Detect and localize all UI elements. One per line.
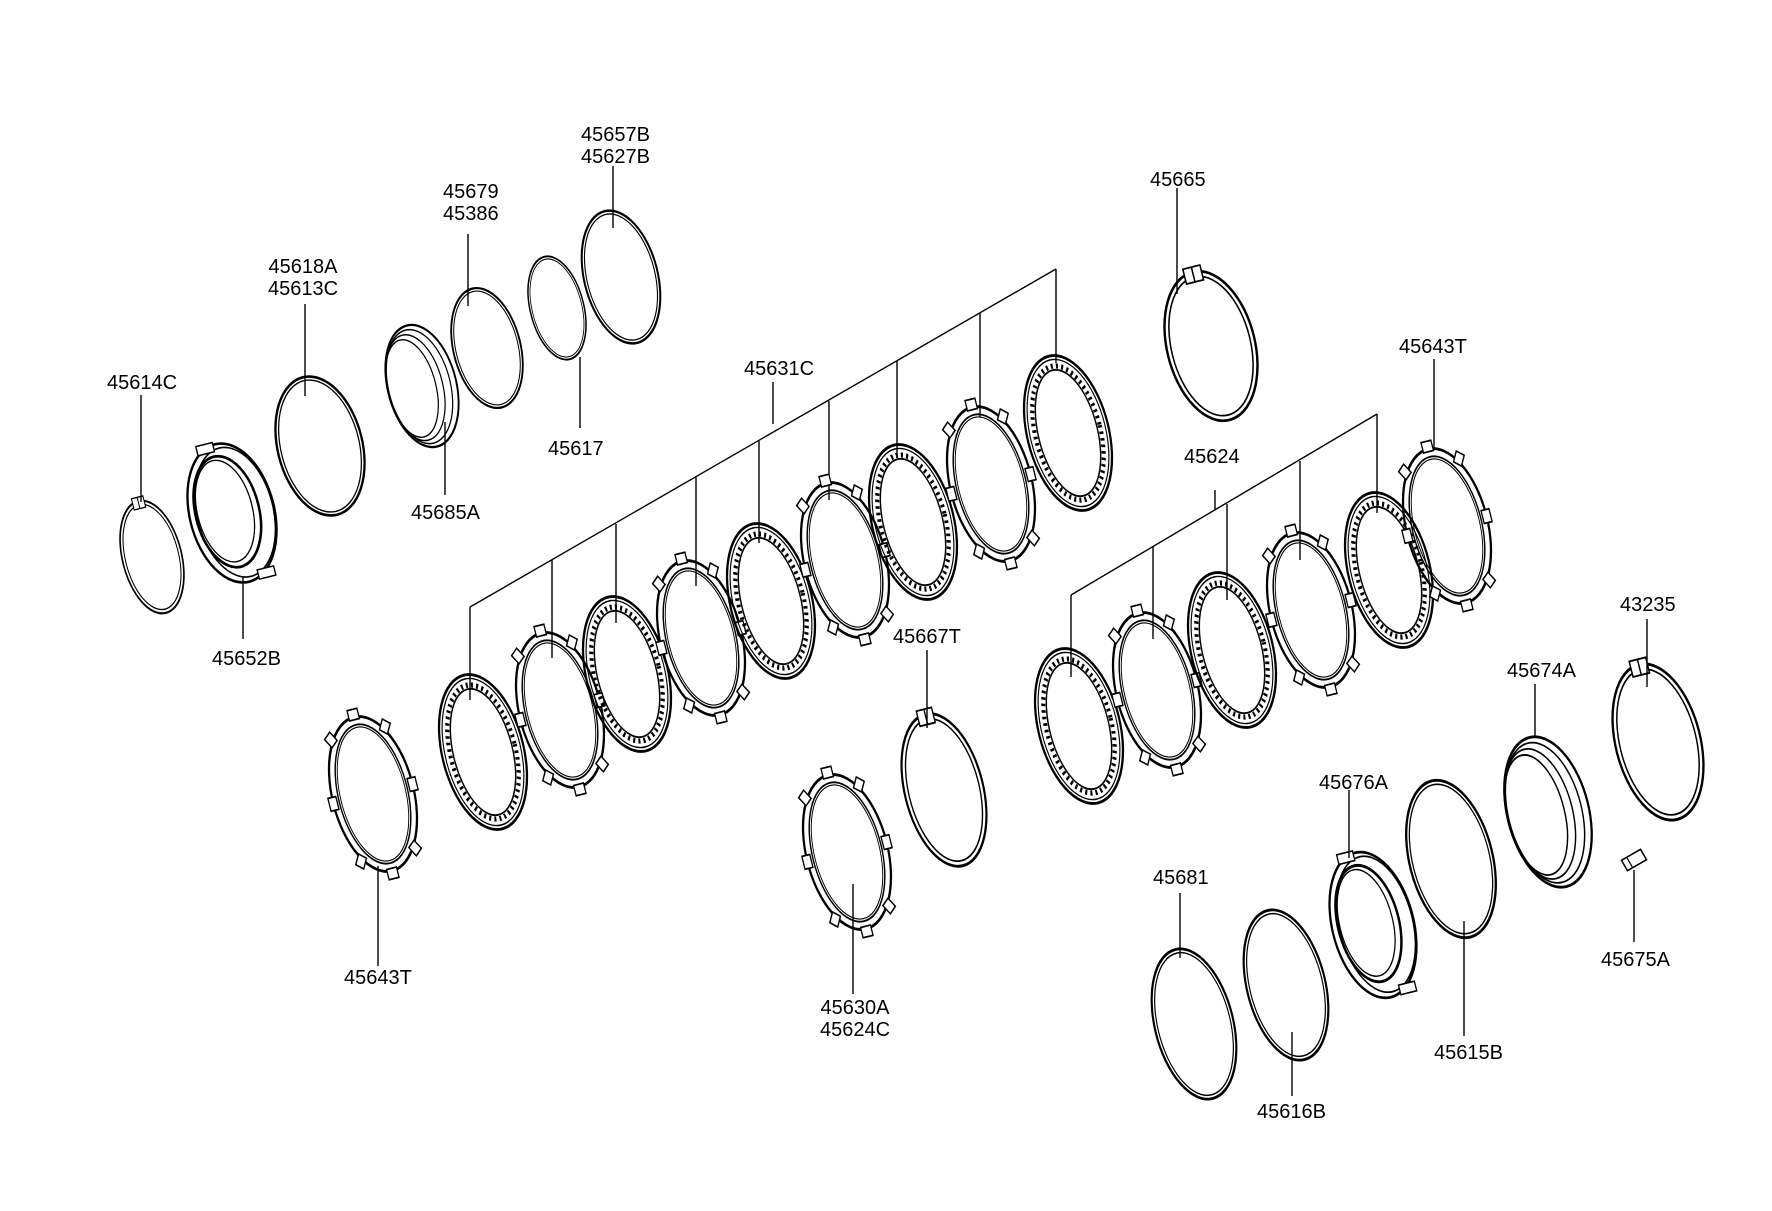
label-45685A: 45685A — [411, 502, 480, 524]
label-45617: 45617 — [548, 438, 604, 460]
label-45615B: 45615B — [1434, 1042, 1503, 1064]
label-45616B: 45616B — [1257, 1101, 1326, 1123]
snap-ring-45667T — [884, 698, 1003, 877]
label-45676A: 45676A — [1319, 772, 1388, 794]
label-45665: 45665 — [1150, 169, 1206, 191]
piston-45652B — [171, 430, 292, 594]
label-45643T-right: 45643T — [1399, 336, 1467, 358]
piston-45674A — [1488, 726, 1608, 898]
plate-45643T-left — [306, 697, 440, 891]
label-45675A: 45675A — [1601, 949, 1670, 971]
pin-45675A — [1620, 848, 1648, 872]
seal-ring-45615B — [1389, 769, 1513, 949]
label-45643T-left: 45643T — [344, 967, 412, 989]
label-45681: 45681 — [1153, 867, 1209, 889]
snap-ring-45665 — [1147, 255, 1274, 432]
ring-45681 — [1135, 938, 1253, 1110]
snap-ring-45614C — [107, 489, 196, 622]
ring-45657B — [567, 201, 675, 353]
label-45624: 45624 — [1184, 446, 1240, 468]
label-45652B: 45652B — [212, 648, 281, 670]
label-45631C: 45631C — [744, 358, 815, 380]
label-45674A: 45674A — [1507, 660, 1576, 682]
drum-45685A — [372, 315, 472, 457]
plate-45630A — [780, 755, 914, 949]
ring-45617 — [517, 249, 597, 367]
seal-ring-45616B — [1227, 899, 1345, 1071]
clutch-pack-45624 — [1020, 413, 1447, 813]
ring-45679 — [438, 279, 536, 417]
seal-ring-45618A — [260, 365, 380, 527]
snap-ring-43235 — [1594, 647, 1720, 832]
label-45667T: 45667T — [893, 626, 961, 648]
clutch-pack-45631C — [424, 268, 1126, 839]
label-43235: 43235 — [1620, 594, 1676, 616]
label-45614C: 45614C — [107, 372, 178, 394]
